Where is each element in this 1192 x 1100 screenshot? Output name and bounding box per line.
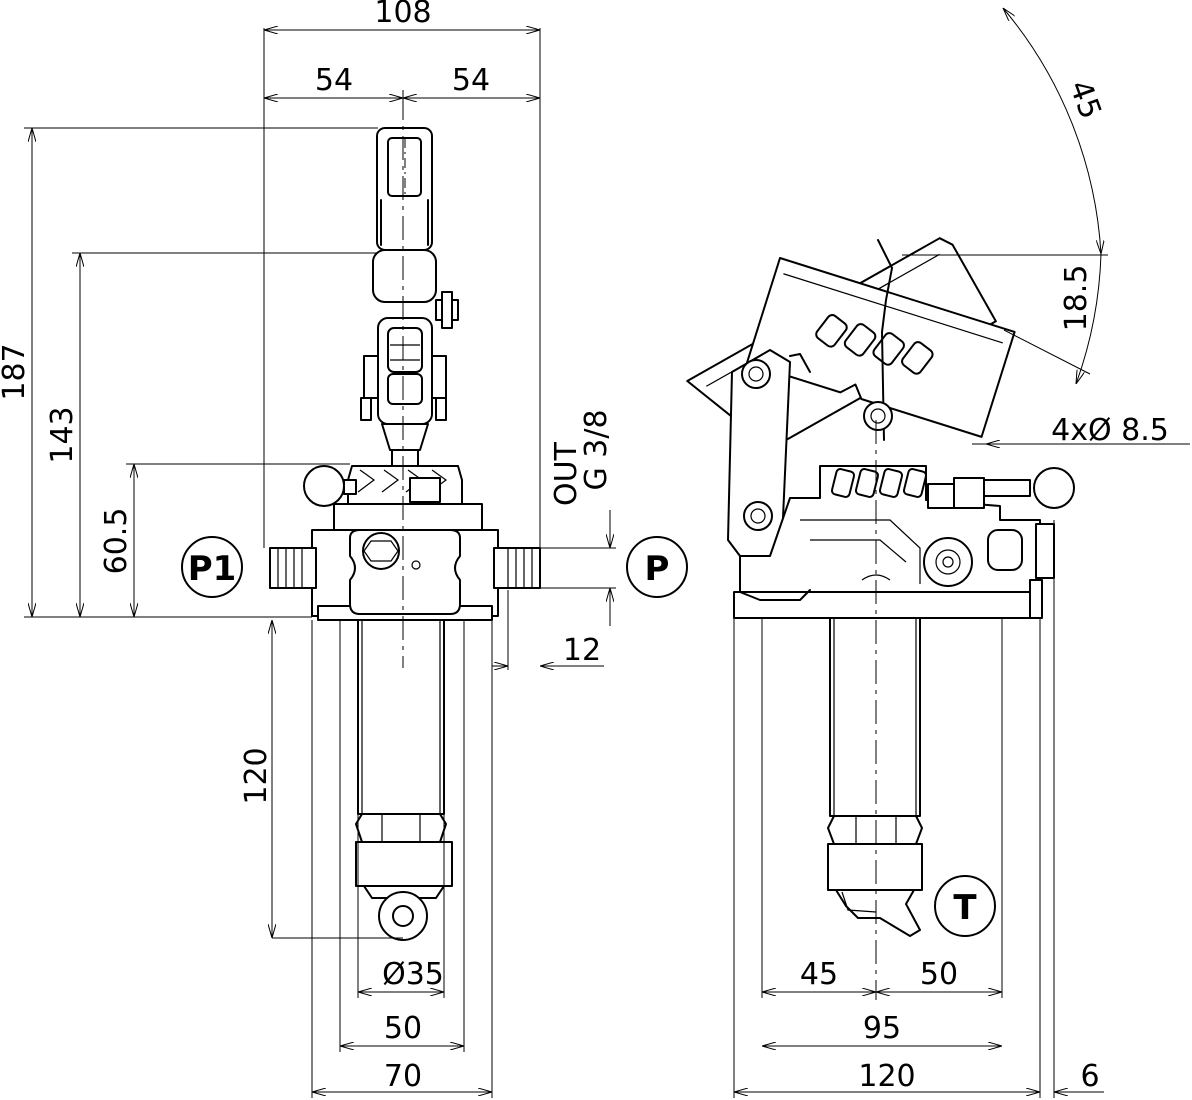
front-view-dimensions: [24, 28, 616, 1098]
side-view: 1-4-10: [686, 237, 1075, 1000]
port-text-out: OUT: [549, 441, 584, 506]
dim-54-right: 54: [452, 63, 490, 98]
dim-diameter-35: Ø35: [382, 957, 444, 992]
dim-187: 187: [0, 343, 32, 400]
side-view-dimensions: [733, 8, 1190, 1098]
port-t-text: T: [953, 888, 977, 928]
dim-60-5: 60.5: [99, 508, 134, 575]
dim-108: 108: [374, 0, 431, 30]
dim-143: 143: [45, 406, 80, 463]
dim-54-left: 54: [315, 63, 353, 98]
dim-12: 12: [563, 633, 601, 668]
dim-holes: 4xØ 8.5: [1051, 413, 1169, 448]
dim-50-base: 50: [920, 957, 958, 992]
dim-angle-18-5: 18.5: [1059, 265, 1094, 332]
dim-50-left: 50: [384, 1011, 422, 1046]
port-text-thread: G 3/8: [579, 409, 614, 490]
port-p-label: P: [626, 536, 688, 598]
dim-6: 6: [1080, 1059, 1099, 1094]
dim-70: 70: [384, 1059, 422, 1094]
front-view: [269, 96, 541, 941]
dim-120-base: 120: [858, 1059, 915, 1094]
dim-120-vertical: 120: [239, 747, 274, 804]
port-p1-text: P1: [188, 549, 237, 589]
dim-95: 95: [863, 1011, 901, 1046]
port-p1-label: P1: [181, 536, 243, 598]
dim-45-base: 45: [800, 957, 838, 992]
port-t-label: T: [934, 875, 996, 937]
port-p-text: P: [645, 549, 670, 589]
